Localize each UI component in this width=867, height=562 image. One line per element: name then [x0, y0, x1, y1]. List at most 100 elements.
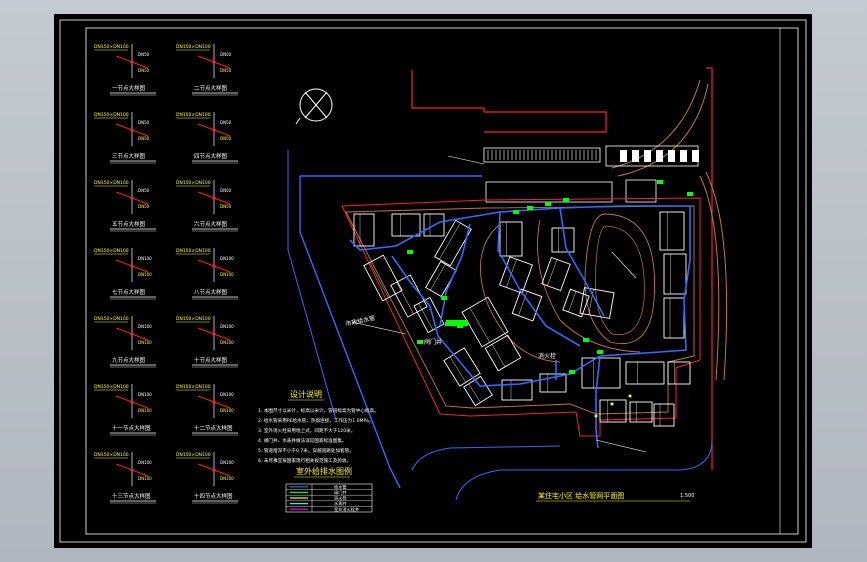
detail-pipe-label: DN150×DN100: [94, 384, 129, 390]
detail-branch-label-2: DN100: [138, 408, 152, 413]
valve-fittings: [407, 180, 693, 418]
cad-drawing[interactable]: DN150×DN100DN50DN50一节点大样图DN150×DN100DN50…: [54, 14, 812, 548]
building-12: [461, 296, 509, 348]
detail-pipe-label: DN150×DN100: [176, 44, 211, 50]
detail-caption: 七节点大样图: [112, 288, 146, 296]
garden-oval: [584, 213, 656, 344]
municipal-road-southwest: [411, 445, 561, 471]
detail-caption: 六节点大样图: [194, 220, 228, 228]
detail-caption: 十一节点大样图: [112, 424, 151, 432]
building-22: [659, 211, 685, 251]
detail-branch-label-2: DN50: [138, 136, 150, 141]
drawing-title: 某住宅小区 给水管网平面图: [538, 491, 624, 500]
hydrant-icon: [594, 414, 598, 418]
municipal-water-main-west: [299, 176, 401, 489]
label-hydrant: 消火栓: [538, 352, 556, 360]
building-30: [653, 403, 675, 427]
detail-branch-label: DN100: [220, 460, 234, 465]
valve-icon: [569, 370, 575, 374]
legend-label: 给水管: [334, 483, 347, 490]
detail-branch-label: DN50: [220, 120, 232, 125]
valve-icon: [657, 180, 663, 184]
detail-caption: 九节点大样图: [112, 356, 146, 364]
building-21: [539, 373, 567, 393]
detail-branch-label: DN50: [138, 188, 150, 193]
detail-pipe-label: DN150×DN100: [94, 112, 129, 118]
site-boundary-right: [706, 67, 713, 470]
detail-caption: 十二节点大样图: [194, 424, 233, 432]
label-valve: 阀门井: [424, 338, 442, 346]
detail-branch-label: DN50: [138, 52, 150, 57]
hydrant-icon: [628, 394, 632, 398]
detail-pipe-label: DN150×DN100: [176, 180, 211, 186]
detail-branch-label: DN50: [138, 120, 150, 125]
building-7: [434, 219, 472, 267]
building-2: [391, 213, 421, 237]
building-20: [501, 379, 533, 401]
detail-pipe-label: DN150×DN100: [176, 452, 211, 458]
legend-label: 室外消火栓井: [334, 506, 359, 513]
detail-branch-label-2: DN100: [220, 476, 234, 481]
detail-branch-label: DN100: [138, 392, 152, 397]
municipal-road-west: [287, 150, 337, 421]
detail-pipe-label: DN150×DN100: [94, 248, 129, 254]
detail-drawings: DN150×DN100DN50DN50一节点大样图DN150×DN100DN50…: [94, 44, 238, 504]
label-main-road: 市政给水管: [345, 314, 376, 328]
detail-branch-label: DN100: [220, 324, 234, 329]
detail-branch-label: DN100: [138, 256, 152, 261]
valve-icon: [407, 250, 413, 254]
detail-caption: 五节点大样图: [112, 220, 146, 228]
detail-caption: 一节点大样图: [112, 84, 146, 92]
detail-branch-label-2: DN100: [220, 408, 234, 413]
site-boundary-top: [411, 70, 607, 133]
building-18: [562, 288, 590, 318]
detail-pipe-label: DN150×DN100: [176, 316, 211, 322]
building-28: [599, 399, 627, 423]
building-11: [511, 288, 543, 322]
detail-pipe-label: DN150×DN100: [94, 316, 129, 322]
pump-room-icon: [446, 320, 468, 326]
north-arrow-icon: [295, 88, 333, 125]
detail-branch-label-2: DN50: [220, 136, 232, 141]
valve-icon: [441, 296, 447, 300]
detail-branch-label-2: DN50: [138, 68, 150, 73]
detail-caption: 三节点大样图: [112, 152, 146, 160]
detail-caption: 四节点大样图: [194, 152, 228, 160]
building-3: [423, 213, 445, 237]
building-8: [425, 260, 457, 298]
building-29: [629, 401, 653, 423]
building-19: [579, 287, 615, 319]
detail-branch-label: DN100: [220, 256, 234, 261]
design-note-line: 5. 管道埋深不小于0.7米，穿越道路处加套管。: [258, 447, 354, 454]
detail-branch-label-2: DN50: [220, 68, 232, 73]
detail-pipe-label: DN150×DN100: [94, 180, 129, 186]
curved-road: [611, 79, 709, 177]
detail-branch-label-2: DN50: [220, 204, 232, 209]
valve-icon: [513, 210, 519, 214]
building-24: [663, 297, 685, 339]
building-1: [353, 213, 375, 247]
drawing-scale: 1:500: [680, 493, 694, 499]
curved-road-east: [699, 171, 728, 381]
building-6: [413, 296, 445, 334]
building-27: [667, 361, 691, 385]
hydrant-icon: [610, 402, 614, 406]
title-block: 某住宅小区 给水管网平面图 1:500: [536, 491, 694, 502]
outer-border: [59, 19, 807, 543]
detail-branch-label: DN50: [220, 188, 232, 193]
legend-label: 阀门井: [334, 489, 347, 496]
detail-branch-label-2: DN100: [138, 476, 152, 481]
entry-pavilion: [625, 179, 657, 203]
